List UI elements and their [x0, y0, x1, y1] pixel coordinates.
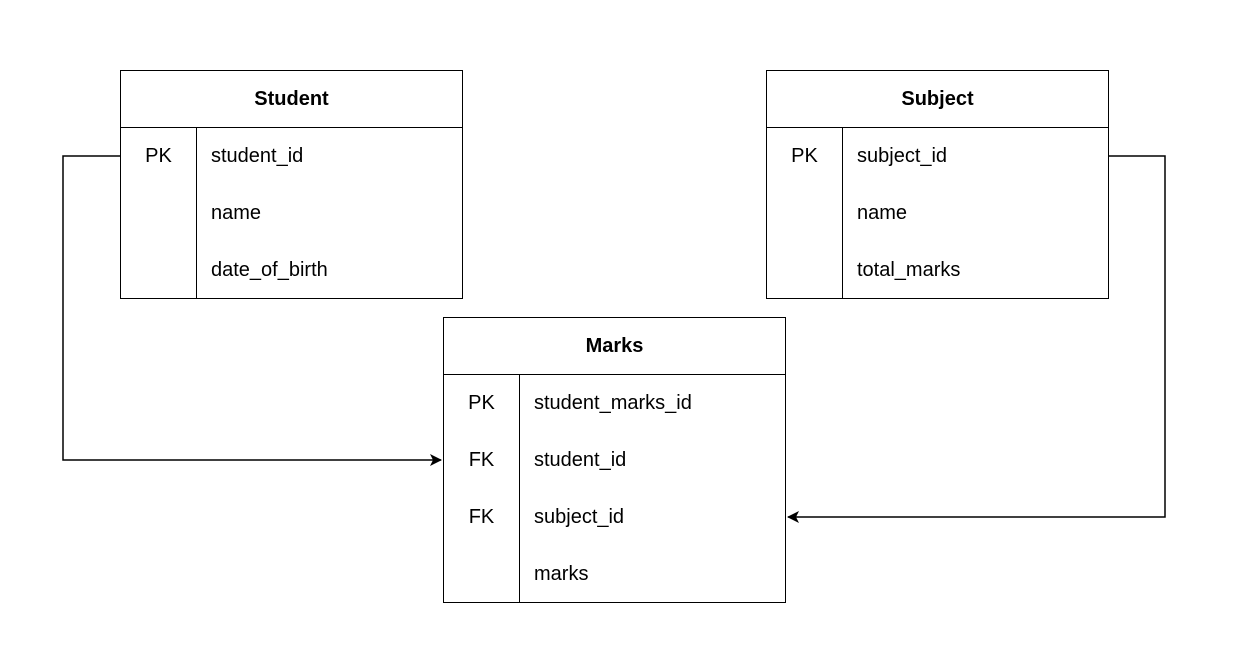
key-column-divider — [196, 128, 197, 299]
attribute-name: student_marks_id — [534, 392, 692, 414]
attribute-name: date_of_birth — [211, 259, 328, 281]
key-column-divider — [519, 375, 520, 603]
attribute-name: name — [857, 202, 908, 224]
attribute-key: FK — [468, 506, 495, 528]
relationship-subject-to-marks — [787, 155, 1166, 523]
attribute-row: PK student_marks_id — [444, 375, 785, 432]
entity-marks[interactable]: Marks PK student_marks_id FK student_id … — [443, 317, 786, 603]
attribute-row: PK student_id — [121, 128, 462, 185]
attribute-row: date_of_birth — [121, 242, 462, 299]
attribute-name: subject_id — [534, 506, 625, 528]
attribute-key — [444, 546, 519, 603]
attribute-row: name — [121, 185, 462, 242]
entity-subject[interactable]: Subject PK subject_id name total_marks — [766, 70, 1109, 299]
entity-attributes: PK student_id name date_of_birth — [121, 128, 462, 299]
key-column-divider — [842, 128, 843, 299]
entity-student[interactable]: Student PK student_id name date_of_birth — [120, 70, 463, 299]
relationship-student-to-marks — [62, 155, 442, 466]
attribute-key — [121, 185, 196, 242]
attribute-key: PK — [145, 145, 172, 167]
entity-title: Marks — [444, 318, 785, 375]
attribute-name: subject_id — [857, 145, 948, 167]
attribute-name: marks — [534, 563, 589, 585]
entity-title: Subject — [767, 71, 1108, 128]
entity-attributes: PK subject_id name total_marks — [767, 128, 1108, 299]
attribute-key: PK — [468, 392, 495, 414]
attribute-row: PK subject_id — [767, 128, 1108, 185]
attribute-key — [767, 242, 842, 299]
attribute-row: name — [767, 185, 1108, 242]
entity-attributes: PK student_marks_id FK student_id FK sub… — [444, 375, 785, 603]
attribute-key: PK — [791, 145, 818, 167]
attribute-name: student_id — [211, 145, 304, 167]
attribute-name: total_marks — [857, 259, 961, 281]
attribute-key: FK — [468, 449, 495, 471]
attribute-name: student_id — [534, 449, 627, 471]
attribute-key — [767, 185, 842, 242]
attribute-row: FK subject_id — [444, 489, 785, 546]
attribute-name: name — [211, 202, 262, 224]
attribute-row: marks — [444, 546, 785, 603]
attribute-row: total_marks — [767, 242, 1108, 299]
attribute-key — [121, 242, 196, 299]
attribute-row: FK student_id — [444, 432, 785, 489]
entity-title: Student — [121, 71, 462, 128]
